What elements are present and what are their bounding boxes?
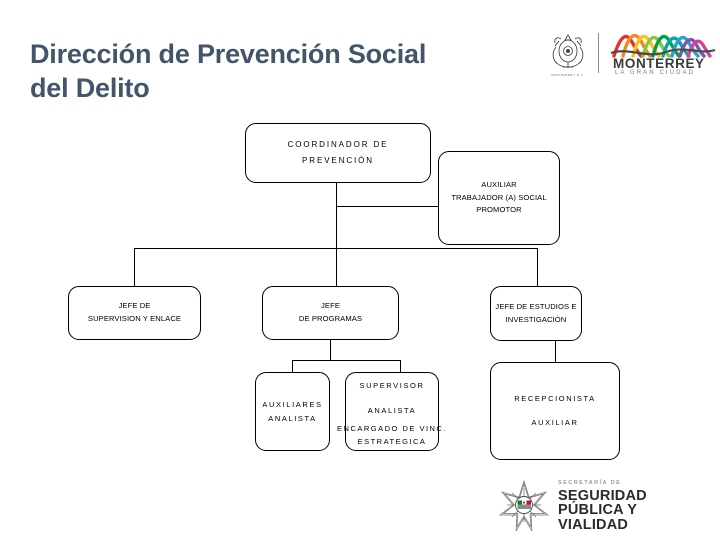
svg-text:MONTERREY N.L.: MONTERREY N.L. [551, 73, 584, 77]
page-title-line-2: del Delito [30, 72, 150, 103]
node-label-line: ANALISTA [367, 405, 417, 415]
connector-to-supervisor-analista [400, 360, 401, 372]
connector-to-jefe-supervision [134, 248, 135, 286]
node-supervisor-analista[interactable]: SUPERVISOR ANALISTA [345, 372, 439, 451]
node-label-line: RECEPCIONISTA [514, 394, 596, 404]
secretaria-line-publica-vialidad: PÚBLICA Y VIALIDAD [558, 502, 637, 534]
connector-programas-stem [330, 340, 331, 360]
node-label-line: INVESTIGACIÓN [505, 314, 567, 324]
node-label-line: PREVENCIÓN [302, 156, 374, 165]
node-label-line: JEFE [321, 301, 340, 311]
police-star-badge-icon [496, 478, 552, 534]
node-label-line: DE PROGRAMAS [298, 314, 363, 323]
node-label-line: AUXILIARES [262, 399, 323, 409]
government-crest-icon: MONTERREY N.L. [545, 27, 591, 79]
node-auxiliar-trabajador-social[interactable]: AUXILIAR TRABAJADOR (A) SOCIAL PROMOTOR [438, 151, 560, 245]
connector-to-auxiliares-analista [292, 360, 293, 372]
secretaria-wordmark: SECRETARÍA DE SEGURIDAD PÚBLICA Y VIALID… [558, 480, 706, 534]
node-label-line: SUPERVISION Y ENLACE [87, 314, 182, 323]
node-jefe-supervision-enlace[interactable]: JEFE DE SUPERVISION Y ENLACE [68, 286, 201, 340]
connector-programas-bus [292, 360, 401, 361]
page-title: Dirección de Prevención Social del Delit… [30, 38, 530, 106]
header-logo-group: MONTERREY N.L. MONTERREY [545, 22, 716, 84]
node-label-line: ANALISTA [268, 413, 317, 423]
connector-to-auxiliar-social [336, 206, 438, 207]
node-auxiliares-analista[interactable]: AUXILIARES ANALISTA [255, 372, 330, 451]
secretaria-line-seguridad: SEGURIDAD [558, 487, 647, 504]
overflow-label-line: ENCARGADO DE VINC. [337, 424, 447, 433]
monterrey-logo: MONTERREY LA GRAN CIUDAD [608, 25, 718, 81]
node-label-line: AUXILIAR [481, 180, 517, 190]
connector-to-jefe-estudios [537, 248, 538, 286]
connector-estudios-to-recepcionista [555, 341, 556, 362]
node-label-line: JEFE DE [118, 301, 151, 311]
monterrey-tagline: LA GRAN CIUDAD [615, 70, 696, 76]
node-jefe-estudios-investigacion[interactable]: JEFE DE ESTUDIOS E INVESTIGACIÓN [490, 286, 582, 341]
node-label-line: PROMOTOR [476, 205, 522, 215]
node-recepcionista-auxiliar[interactable]: RECEPCIONISTA AUXILIAR [490, 362, 620, 460]
connector-to-jefe-programas [336, 248, 337, 286]
overflow-label-line: ESTRATEGICA [357, 437, 427, 447]
connector-coordinador-trunk [336, 183, 337, 249]
node-label-line: COORDINADOR DE [287, 140, 389, 149]
monterrey-mountains-icon [610, 33, 716, 58]
label-encargado-vinculacion-estrategica: ENCARGADO DE VINC. ESTRATEGICA [312, 422, 472, 448]
node-jefe-programas[interactable]: JEFE DE PROGRAMAS [262, 286, 399, 340]
secretaria-line-small: SECRETARÍA DE [558, 480, 622, 487]
node-label-line: SUPERVISOR [359, 381, 425, 390]
monterrey-wordmark: MONTERREY [613, 56, 705, 71]
logo-divider [598, 33, 599, 73]
page-title-line-1: Dirección de Prevención Social [30, 39, 427, 69]
node-label-line: TRABAJADOR (A) SOCIAL [451, 192, 547, 202]
footer-logo-group: SECRETARÍA DE SEGURIDAD PÚBLICA Y VIALID… [496, 478, 706, 534]
node-label-line: AUXILIAR [531, 418, 579, 427]
node-coordinador-prevencion[interactable]: COORDINADOR DE PREVENCIÓN [245, 123, 431, 183]
node-label-line: JEFE DE ESTUDIOS E [495, 301, 577, 311]
